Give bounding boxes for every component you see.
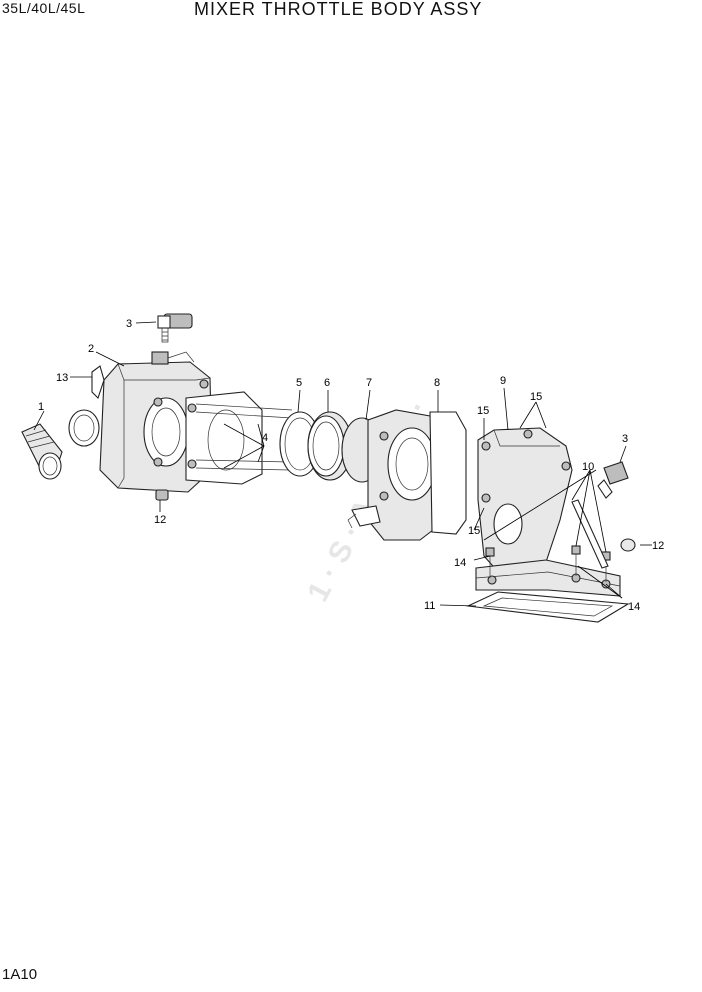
part-coupler-ring xyxy=(68,409,100,447)
callout-12-right: 12 xyxy=(652,540,664,552)
part-9-adapter xyxy=(477,427,573,575)
part-13-bracket xyxy=(91,365,105,400)
callout-7: 7 xyxy=(366,377,372,389)
page-title: MIXER THROTTLE BODY ASSY xyxy=(194,0,483,19)
callout-9: 9 xyxy=(500,375,506,387)
part-11-base-gasket xyxy=(466,591,630,623)
part-1-elbow xyxy=(21,423,63,480)
callout-3-top: 3 xyxy=(126,318,132,330)
callout-12-left: 12 xyxy=(154,514,166,526)
leader-lines xyxy=(33,321,652,607)
part-2-mixer-body xyxy=(99,351,213,493)
callout-8: 8 xyxy=(434,377,440,389)
callout-15-bottom: 15 xyxy=(468,525,480,537)
part-3-fitting-right xyxy=(597,461,629,499)
part-6-spacer xyxy=(307,411,353,481)
part-12-plug-left xyxy=(155,489,169,501)
callout-3-right: 3 xyxy=(622,433,628,445)
callouts: 1 2 3 13 12 4 5 6 7 8 9 15 15 3 10 12 15… xyxy=(38,318,664,613)
callout-1: 1 xyxy=(38,401,44,413)
callout-15-top-right: 15 xyxy=(530,391,542,403)
callout-13: 13 xyxy=(56,372,68,384)
part-7-throttle-body xyxy=(341,409,447,541)
adapter-base-flange xyxy=(475,559,621,597)
callout-14-right: 14 xyxy=(628,601,640,613)
part-3-fitting-top xyxy=(157,313,193,343)
page-code: 1A10 xyxy=(2,966,38,983)
part-4-studs xyxy=(185,391,293,485)
callout-14-left: 14 xyxy=(454,557,466,569)
model-label: 35L/40L/45L xyxy=(2,0,86,16)
callout-10: 10 xyxy=(582,461,594,473)
callout-15-top-left: 15 xyxy=(477,405,489,417)
part-12-plug-right xyxy=(620,538,636,552)
callout-4: 4 xyxy=(262,432,268,444)
callout-5: 5 xyxy=(296,377,302,389)
callout-6: 6 xyxy=(324,377,330,389)
part-8-gasket xyxy=(429,411,467,535)
callout-11: 11 xyxy=(424,600,435,612)
callout-2: 2 xyxy=(88,343,94,355)
